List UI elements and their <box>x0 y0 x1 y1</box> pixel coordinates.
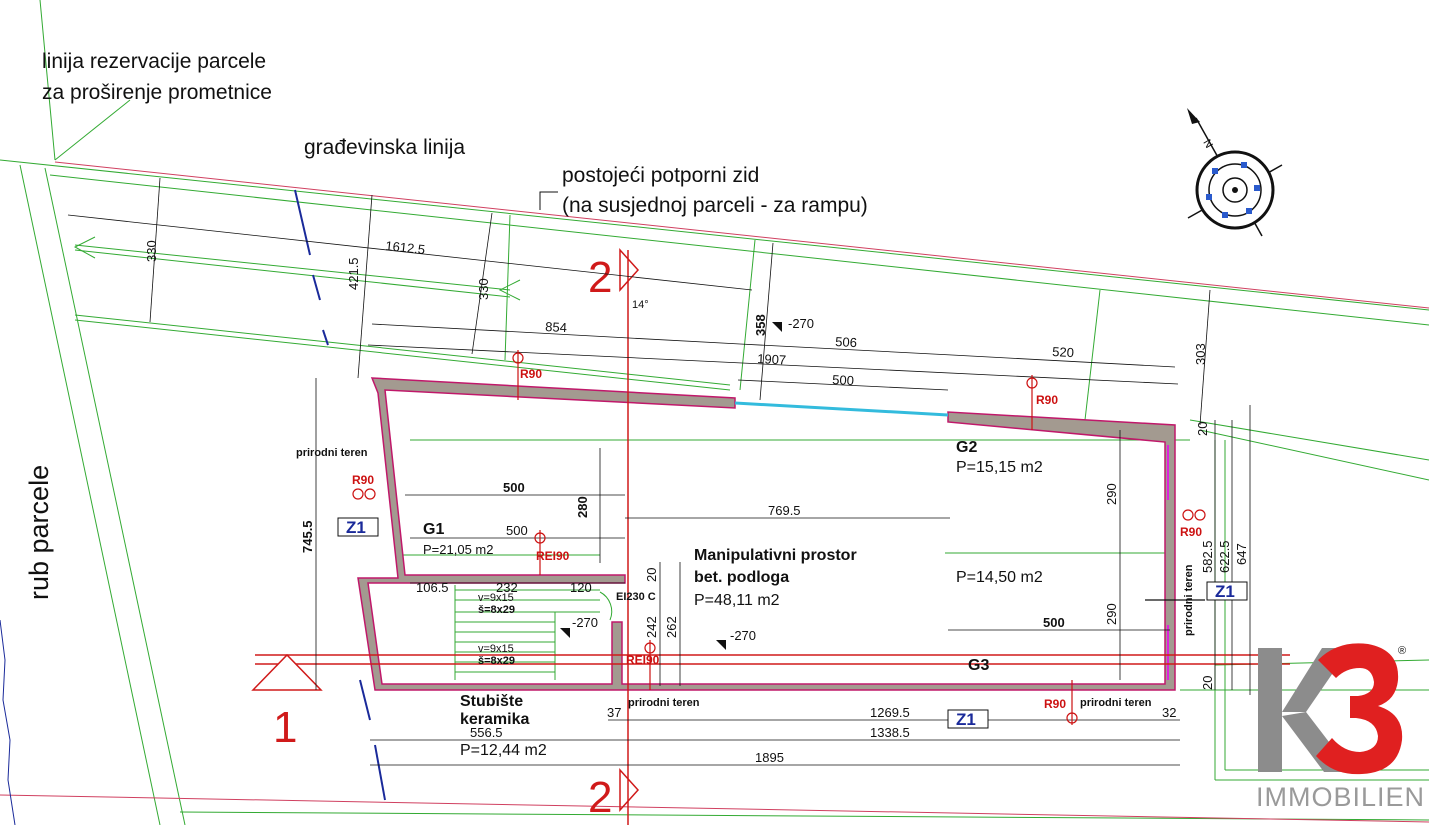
dim-20-top-right: 20 <box>1195 422 1210 436</box>
dim-769: 769.5 <box>768 503 801 518</box>
section-lines <box>251 248 1290 825</box>
dim-745: 745.5 <box>300 520 315 553</box>
rei90-label-2: REI90 <box>626 653 660 667</box>
dim-290-top: 290 <box>1104 483 1119 505</box>
dim-622: 622.5 <box>1217 540 1232 573</box>
room-g2-label: G2 <box>956 439 977 456</box>
reservation-line-label-1: linija rezervacije parcele <box>42 50 266 73</box>
level-label-1: -270 <box>788 316 814 331</box>
dim-1612: 1612.5 <box>385 238 426 257</box>
level-label-3: -270 <box>730 628 756 643</box>
reservation-line-label-2: za proširenje prometnice <box>42 81 272 104</box>
stair-spec-b-2: š=8x29 <box>478 655 515 667</box>
stair-label-1: Stubište <box>460 693 523 710</box>
dim-20-bottom-right: 20 <box>1200 676 1215 690</box>
dim-120: 120 <box>570 580 592 595</box>
dim-37: 37 <box>607 705 621 720</box>
zone-z1-label-bottom: Z1 <box>956 710 976 729</box>
stair-label-2: keramika <box>460 711 529 728</box>
dim-232: 232 <box>496 580 518 595</box>
dim-421: 421.5 <box>346 257 361 290</box>
natural-terrain-label-bottom-1: prirodni teren <box>628 697 700 709</box>
stair-area: P=12,44 m2 <box>460 742 547 759</box>
dim-106: 106.5 <box>416 580 449 595</box>
dim-500-g1: 500 <box>503 480 525 495</box>
angle-label: 14° <box>632 299 649 311</box>
dimension-lines <box>67 177 1251 766</box>
retaining-wall-label-2: (na susjednoj parceli - za rampu) <box>562 194 868 217</box>
dim-330-mid: 330 <box>476 278 491 300</box>
dim-303: 303 <box>1193 343 1208 365</box>
room-g2-area: P=15,15 m2 <box>956 459 1043 476</box>
natural-terrain-label-bottom-2: prirodni teren <box>1080 697 1152 709</box>
dim-500-g3: 500 <box>1043 615 1065 630</box>
stair-spec-a-2: š=8x29 <box>478 604 515 616</box>
dim-506: 506 <box>835 334 857 350</box>
building-walls <box>357 377 1176 691</box>
dim-330-left: 330 <box>144 240 159 262</box>
dim-500-g1-lower: 500 <box>506 523 528 538</box>
zone-z1-label-left: Z1 <box>346 518 366 537</box>
retaining-wall-label-1: postojeći potporni zid <box>562 164 759 187</box>
rei90-label-1: REI90 <box>536 549 570 563</box>
level-markers <box>560 322 782 650</box>
manip-area: P=48,11 m2 <box>694 592 780 609</box>
dim-556: 556.5 <box>470 725 503 740</box>
dim-520: 520 <box>1052 344 1074 360</box>
compass-rose <box>1187 108 1283 237</box>
zone-z1-label-right: Z1 <box>1215 582 1235 601</box>
zone-z1-box-bottom <box>947 709 989 729</box>
parcel-red-line <box>0 161 1429 823</box>
dim-358: 358 <box>753 314 768 336</box>
dim-242: 242 <box>644 616 659 638</box>
r90-label-1: R90 <box>520 367 542 381</box>
room-g1-label: G1 <box>423 521 444 538</box>
section-marker-2-top: 2 <box>588 253 612 302</box>
r90-label-2: R90 <box>1036 393 1058 407</box>
building-line-label: građevinska linija <box>304 136 465 159</box>
level-label-2: -270 <box>572 615 598 630</box>
dim-262: 262 <box>664 616 679 638</box>
parcel-edge-label: rub parcele <box>24 465 54 600</box>
building-line-dashes <box>294 189 386 801</box>
manip-label-2: bet. podloga <box>694 569 789 586</box>
natural-terrain-label-right: prirodni teren <box>1183 564 1195 636</box>
dim-854: 854 <box>545 319 567 335</box>
dim-1895: 1895 <box>755 750 784 765</box>
room-g3-area: P=14,50 m2 <box>956 569 1043 586</box>
dim-1907: 1907 <box>757 351 787 367</box>
parcel-edge-blue-line <box>0 619 16 825</box>
stair-treads <box>454 585 613 680</box>
section-marker-1: 1 <box>273 703 297 752</box>
r90-label-4: R90 <box>1180 525 1202 539</box>
retaining-wall-leader <box>539 191 558 210</box>
r90-label-5: R90 <box>1044 697 1066 711</box>
fire-rating-symbols <box>352 350 1206 725</box>
dim-582: 582.5 <box>1200 540 1215 573</box>
dim-32: 32 <box>1162 705 1176 720</box>
k3-logo <box>1258 643 1403 775</box>
dim-647: 647 <box>1234 543 1249 565</box>
zone-z1-box-right <box>1206 581 1248 601</box>
natural-terrain-label-left: prirodni teren <box>296 447 368 459</box>
room-g3-label: G3 <box>968 657 989 674</box>
manip-label-1: Manipulativni prostor <box>694 547 857 564</box>
dim-1338: 1338.5 <box>870 725 910 740</box>
section-marker-2-bottom: 2 <box>588 773 612 822</box>
dim-1269: 1269.5 <box>870 705 910 720</box>
logo-company-name: IMMOBILIEN <box>1256 782 1425 812</box>
logo-registered-mark: ® <box>1398 645 1406 657</box>
ei230-label: EI230 C <box>616 591 656 603</box>
zone-z1-box-left <box>337 517 379 537</box>
stair-spec-b-1: v=9x15 <box>478 643 514 655</box>
dim-280: 280 <box>575 496 590 518</box>
stair-spec-a-1: v=9x15 <box>478 592 514 604</box>
dim-20-mid: 20 <box>644 568 659 582</box>
r90-label-3: R90 <box>352 473 374 487</box>
dim-290-bottom: 290 <box>1104 603 1119 625</box>
dim-500-top: 500 <box>832 372 854 388</box>
room-g1-area: P=21,05 m2 <box>423 542 493 557</box>
